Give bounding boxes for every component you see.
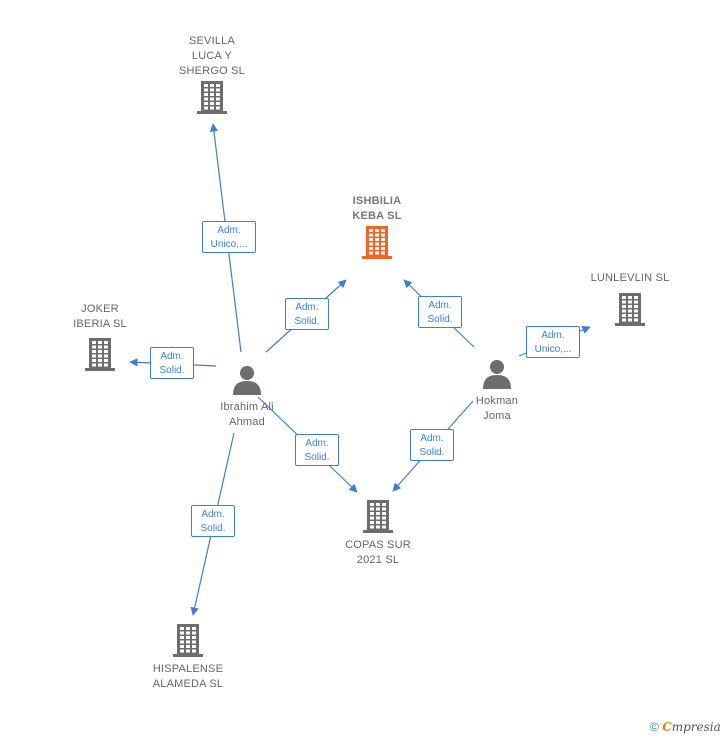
company-label: COPAS SUR 2021 SL — [345, 539, 411, 566]
company-node-copas[interactable]: COPAS SUR 2021 SL — [328, 498, 428, 568]
relation-badge[interactable]: Adm. Solid. — [285, 298, 329, 330]
building-icon — [197, 81, 227, 114]
relation-badge[interactable]: Adm. Solid. — [410, 429, 454, 461]
company-node-joker[interactable]: JOKER IBERIA SL — [50, 302, 150, 372]
relation-badge[interactable]: Adm. Solid. — [191, 505, 235, 537]
company-label: HISPALENSE ALAMEDA SL — [152, 663, 224, 690]
relation-badge[interactable]: Adm. Solid. — [150, 347, 194, 379]
company-node-lunlevlin[interactable]: LUNLEVLIN SL — [572, 271, 688, 327]
company-node-sevilla[interactable]: SEVILLA LUCA Y SHERGO SL — [162, 34, 262, 115]
relation-badge[interactable]: Adm. Unico,... — [202, 221, 256, 253]
person-icon — [233, 366, 261, 395]
company-label: SEVILLA LUCA Y SHERGO SL — [179, 35, 245, 77]
person-label: Ibrahim Ali Ahmad — [220, 401, 274, 428]
company-label: JOKER IBERIA SL — [73, 303, 127, 330]
footer-brand: © Cmpresia — [650, 720, 721, 734]
company-label: ISHBILIA KEBA SL — [352, 195, 402, 222]
relation-badge[interactable]: Adm. Solid. — [418, 296, 462, 328]
copyright-icon: © — [650, 720, 659, 734]
relation-badge[interactable]: Adm. Unico,... — [526, 326, 580, 358]
company-label: LUNLEVLIN SL — [590, 272, 670, 284]
building-icon — [362, 226, 392, 259]
building-icon — [173, 624, 203, 657]
building-icon — [85, 338, 115, 371]
person-node-ibrahim[interactable]: Ibrahim Ali Ahmad — [197, 364, 297, 430]
relation-badge[interactable]: Adm. Solid. — [295, 434, 339, 466]
person-label: Hokman Joma — [475, 395, 519, 422]
person-node-hokman[interactable]: Hokman Joma — [447, 358, 547, 424]
brand-name: Cmpresia — [662, 720, 721, 734]
person-icon — [483, 360, 511, 389]
building-icon — [615, 293, 645, 326]
company-node-hispalense[interactable]: HISPALENSE ALAMEDA SL — [138, 622, 238, 692]
building-icon — [363, 500, 393, 533]
company-node-ishbilia[interactable]: ISHBILIA KEBA SL — [327, 194, 427, 260]
